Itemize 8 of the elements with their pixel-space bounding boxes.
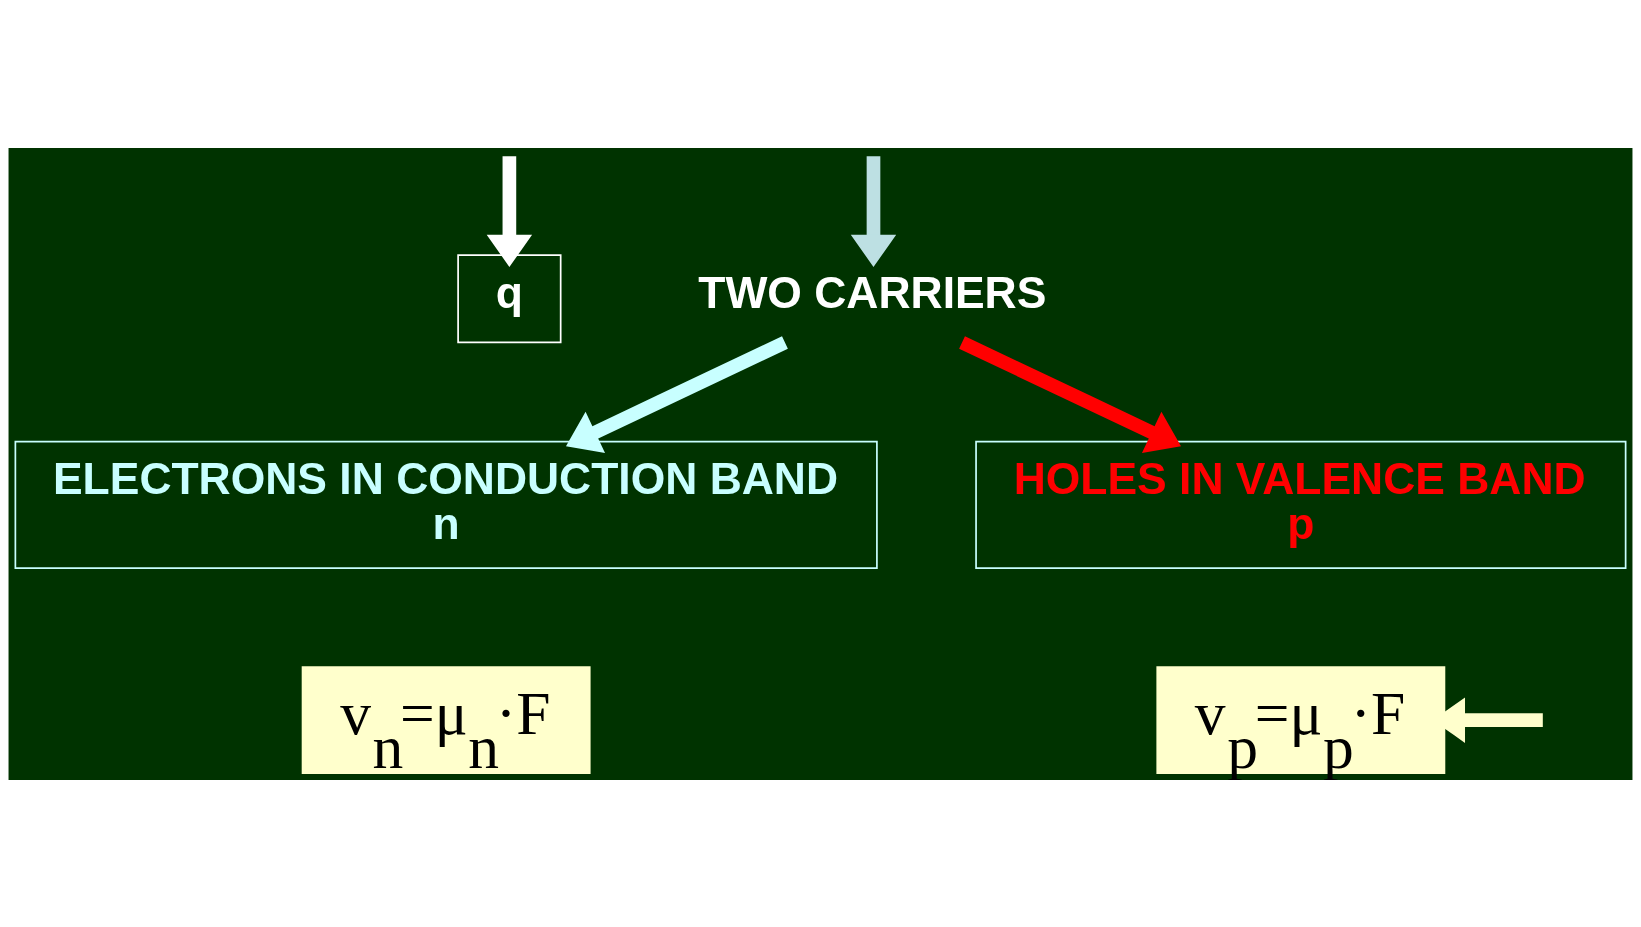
node-box: HOLES IN VALENCE BAND p bbox=[975, 440, 1627, 569]
node-box: q bbox=[457, 253, 562, 343]
arrow bbox=[566, 335, 788, 453]
arrow bbox=[486, 155, 533, 267]
node-text: TWO CARRIERS bbox=[698, 267, 1047, 317]
arrow bbox=[959, 335, 1181, 453]
node-box: ELECTRONS IN CONDUCTION BAND n bbox=[14, 440, 878, 569]
arrow bbox=[850, 155, 897, 267]
